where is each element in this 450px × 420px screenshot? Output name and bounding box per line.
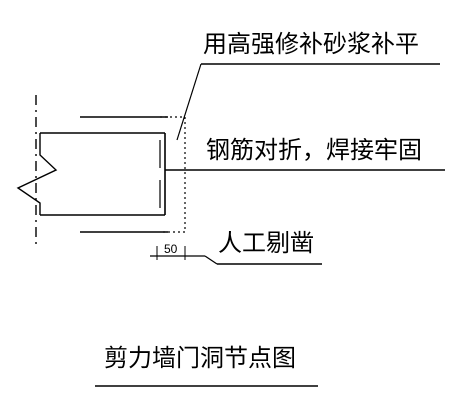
label-manual-chisel: 人工剔凿 bbox=[218, 229, 314, 257]
leader-patch-mortar bbox=[176, 63, 202, 141]
break-symbol bbox=[16, 133, 58, 215]
label-rebar-weld: 钢筋对折，焊接牢固 bbox=[206, 136, 422, 164]
dimension-value: 50 bbox=[164, 242, 178, 256]
label-patch-mortar: 用高强修补砂浆补平 bbox=[203, 30, 419, 58]
diagram-title: 剪力墙门洞节点图 bbox=[104, 344, 296, 372]
leader-manual-chisel bbox=[204, 255, 218, 265]
